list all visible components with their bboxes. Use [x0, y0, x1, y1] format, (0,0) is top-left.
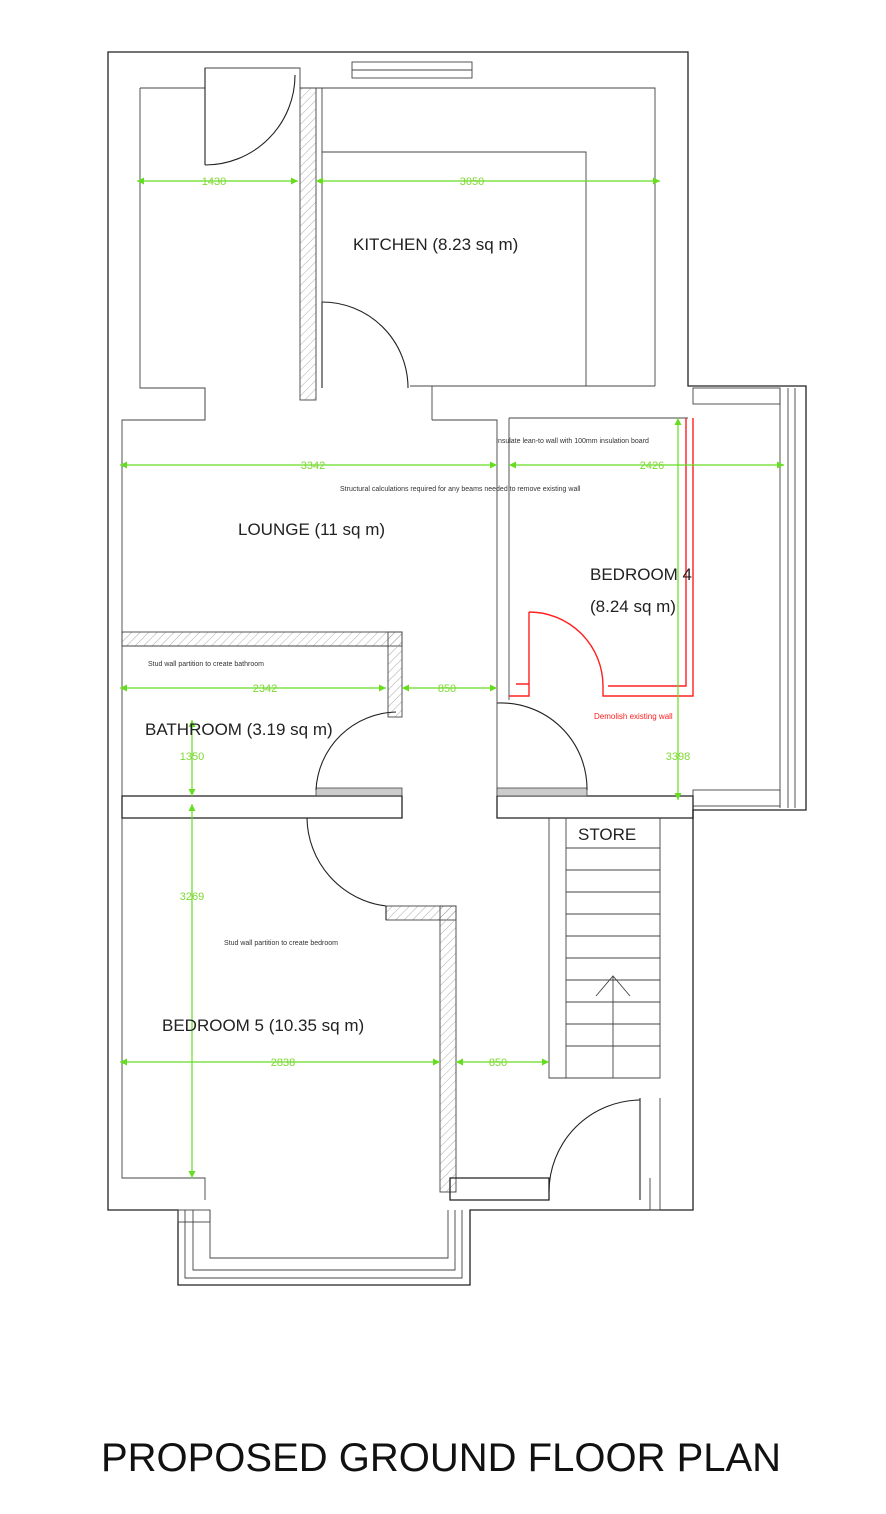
room-label-bedroom4: BEDROOM 4: [590, 565, 692, 584]
internal-walls: [121, 87, 694, 1211]
note-insulate: Insulate lean-to wall with 100mm insulat…: [496, 438, 649, 445]
bay-window-bedroom5: [177, 1209, 463, 1279]
dim-1430: 1430: [202, 176, 226, 188]
note-structural: Structural calculations required for any…: [340, 486, 581, 493]
demolish-wall: [509, 418, 694, 697]
dim-2838: 2838: [271, 1057, 295, 1069]
note-stud-bedroom: Stud wall partition to create bedroom: [224, 940, 338, 947]
room-labels: KITCHEN (8.23 sq m) LOUNGE (11 sq m) BED…: [145, 235, 692, 1035]
kitchen-window: [351, 61, 473, 79]
room-label-bedroom5: BEDROOM 5 (10.35 sq m): [162, 1016, 364, 1035]
doors: [204, 68, 641, 1200]
dim-2426: 2426: [640, 460, 664, 472]
dim-3269: 3269: [180, 891, 204, 903]
dim-3050: 3050: [460, 176, 484, 188]
staircase: [566, 847, 660, 1078]
note-demolish: Demolish existing wall: [594, 712, 673, 721]
dimension-labels: 1430 3050 3342 2426 2342 850 1350 3398 3…: [180, 176, 690, 1069]
dim-2342: 2342: [253, 683, 277, 695]
room-label-lounge: LOUNGE (11 sq m): [238, 520, 385, 539]
room-label-bedroom4-area: (8.24 sq m): [590, 597, 676, 616]
plan-title: PROPOSED GROUND FLOOR PLAN: [101, 1436, 781, 1480]
dim-850-store: 850: [489, 1057, 507, 1069]
dim-1350: 1350: [180, 751, 204, 763]
room-label-kitchen: KITCHEN (8.23 sq m): [353, 235, 518, 254]
dimension-lines: [120, 177, 784, 1178]
room-label-store: STORE: [578, 825, 636, 844]
dim-850-hall: 850: [438, 683, 456, 695]
bay-window-bedroom4: [692, 387, 796, 808]
note-stud-bathroom: Stud wall partition to create bathroom: [148, 661, 264, 668]
notes: Insulate lean-to wall with 100mm insulat…: [148, 438, 673, 947]
room-label-bathroom: BATHROOM (3.19 sq m): [145, 720, 333, 739]
dim-3398: 3398: [666, 751, 690, 763]
dim-3342: 3342: [301, 460, 325, 472]
